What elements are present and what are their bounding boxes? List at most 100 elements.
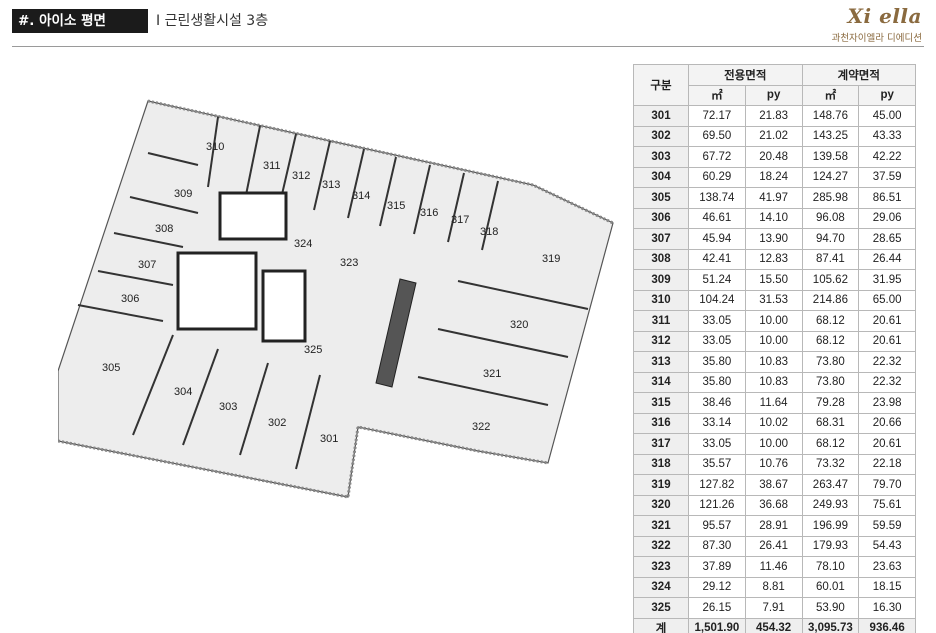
unit-label-319: 319: [542, 253, 560, 265]
cell-id: 325: [633, 597, 689, 619]
cell-ex-py: 13.90: [744, 228, 803, 250]
cell-ex-m2: 33.05: [688, 310, 746, 332]
cell-id: 314: [633, 371, 689, 393]
cell-ct-py: 18.15: [858, 576, 917, 598]
header-divider: [12, 46, 924, 47]
cell-ct-py: 22.18: [858, 453, 917, 475]
cell-ct-py: 23.98: [858, 392, 917, 414]
cell-id: 308: [633, 248, 689, 270]
cell-ct-py: 43.33: [858, 125, 917, 147]
cell-ct-py: 42.22: [858, 146, 917, 168]
cell-ex-m2: 38.46: [688, 392, 746, 414]
cell-ct-m2: 87.41: [801, 248, 860, 270]
total-label: 계: [633, 617, 689, 633]
cell-ct-py: 79.70: [858, 474, 917, 496]
cell-id: 319: [633, 474, 689, 496]
total-ex-m2: 1,501.90: [688, 617, 746, 633]
cell-ex-m2: 127.82: [688, 474, 746, 496]
cell-ct-m2: 139.58: [801, 146, 860, 168]
cell-ct-m2: 124.27: [801, 166, 860, 188]
cell-ex-py: 21.83: [744, 105, 803, 127]
cell-ct-m2: 285.98: [801, 187, 860, 209]
total-ex-py: 454.32: [744, 617, 803, 633]
cell-ex-m2: 87.30: [688, 535, 746, 557]
cell-ct-py: 37.59: [858, 166, 917, 188]
cell-ct-py: 20.61: [858, 310, 917, 332]
cell-ct-m2: 68.12: [801, 330, 860, 352]
cell-ct-py: 86.51: [858, 187, 917, 209]
core-stair: [218, 191, 288, 241]
cell-id: 301: [633, 105, 689, 127]
cell-ct-m2: 60.01: [801, 576, 860, 598]
cell-ct-py: 59.59: [858, 515, 917, 537]
page-header: #. 아이소 평면 I 근린생활시설 3층 Xi ella 과천자이엘라 디에디…: [0, 0, 936, 52]
total-ct-py: 936.46: [858, 617, 917, 633]
cell-ct-m2: 96.08: [801, 207, 860, 229]
cell-ct-py: 29.06: [858, 207, 917, 229]
cell-id: 310: [633, 289, 689, 311]
cell-id: 317: [633, 433, 689, 455]
cell-ex-py: 10.00: [744, 310, 803, 332]
cell-ex-py: 10.00: [744, 330, 803, 352]
escalator: [375, 278, 417, 388]
cell-ex-m2: 33.05: [688, 433, 746, 455]
cell-ex-m2: 51.24: [688, 269, 746, 291]
cell-ct-py: 22.32: [858, 371, 917, 393]
col-header-contract: 계약면적: [801, 64, 917, 86]
brand-logo: Xi ella 과천자이엘라 디에디션: [830, 4, 930, 44]
cell-ct-py: 20.61: [858, 330, 917, 352]
cell-ex-py: 12.83: [744, 248, 803, 270]
cell-id: 320: [633, 494, 689, 516]
cell-ct-py: 75.61: [858, 494, 917, 516]
unit-label-320: 320: [510, 319, 528, 331]
cell-ex-m2: 35.57: [688, 453, 746, 475]
cell-ex-py: 26.41: [744, 535, 803, 557]
cell-id: 307: [633, 228, 689, 250]
cell-ct-m2: 53.90: [801, 597, 860, 619]
cell-ct-py: 16.30: [858, 597, 917, 619]
cell-ct-m2: 78.10: [801, 556, 860, 578]
cell-ct-m2: 214.86: [801, 289, 860, 311]
page-subtitle: I 근린생활시설 3층: [156, 13, 269, 29]
unit-labels: 310 311 312 313 314 315 316 317 318 319 …: [102, 141, 560, 445]
unit-label-305: 305: [102, 362, 120, 374]
cell-ct-m2: 94.70: [801, 228, 860, 250]
unit-label-307: 307: [138, 259, 156, 271]
unit-label-311: 311: [263, 160, 281, 172]
cell-ex-py: 20.48: [744, 146, 803, 168]
cell-id: 305: [633, 187, 689, 209]
col-header-exclusive: 전용면적: [688, 64, 803, 86]
cell-ex-m2: 35.80: [688, 351, 746, 373]
unit-label-317: 317: [451, 214, 469, 226]
cell-ct-m2: 73.80: [801, 371, 860, 393]
partition-walls: [77, 116, 589, 470]
unit-label-308: 308: [155, 223, 173, 235]
cell-ct-m2: 73.80: [801, 351, 860, 373]
cell-ct-m2: 105.62: [801, 269, 860, 291]
cell-ct-m2: 263.47: [801, 474, 860, 496]
cell-id: 312: [633, 330, 689, 352]
cell-ct-py: 45.00: [858, 105, 917, 127]
cell-id: 321: [633, 515, 689, 537]
cell-ct-m2: 196.99: [801, 515, 860, 537]
cell-ex-m2: 46.61: [688, 207, 746, 229]
cell-ex-py: 10.83: [744, 371, 803, 393]
unit-label-314: 314: [352, 190, 370, 202]
cell-ct-m2: 68.12: [801, 433, 860, 455]
cell-ex-py: 10.76: [744, 453, 803, 475]
cell-ex-py: 31.53: [744, 289, 803, 311]
cell-ct-m2: 68.12: [801, 310, 860, 332]
